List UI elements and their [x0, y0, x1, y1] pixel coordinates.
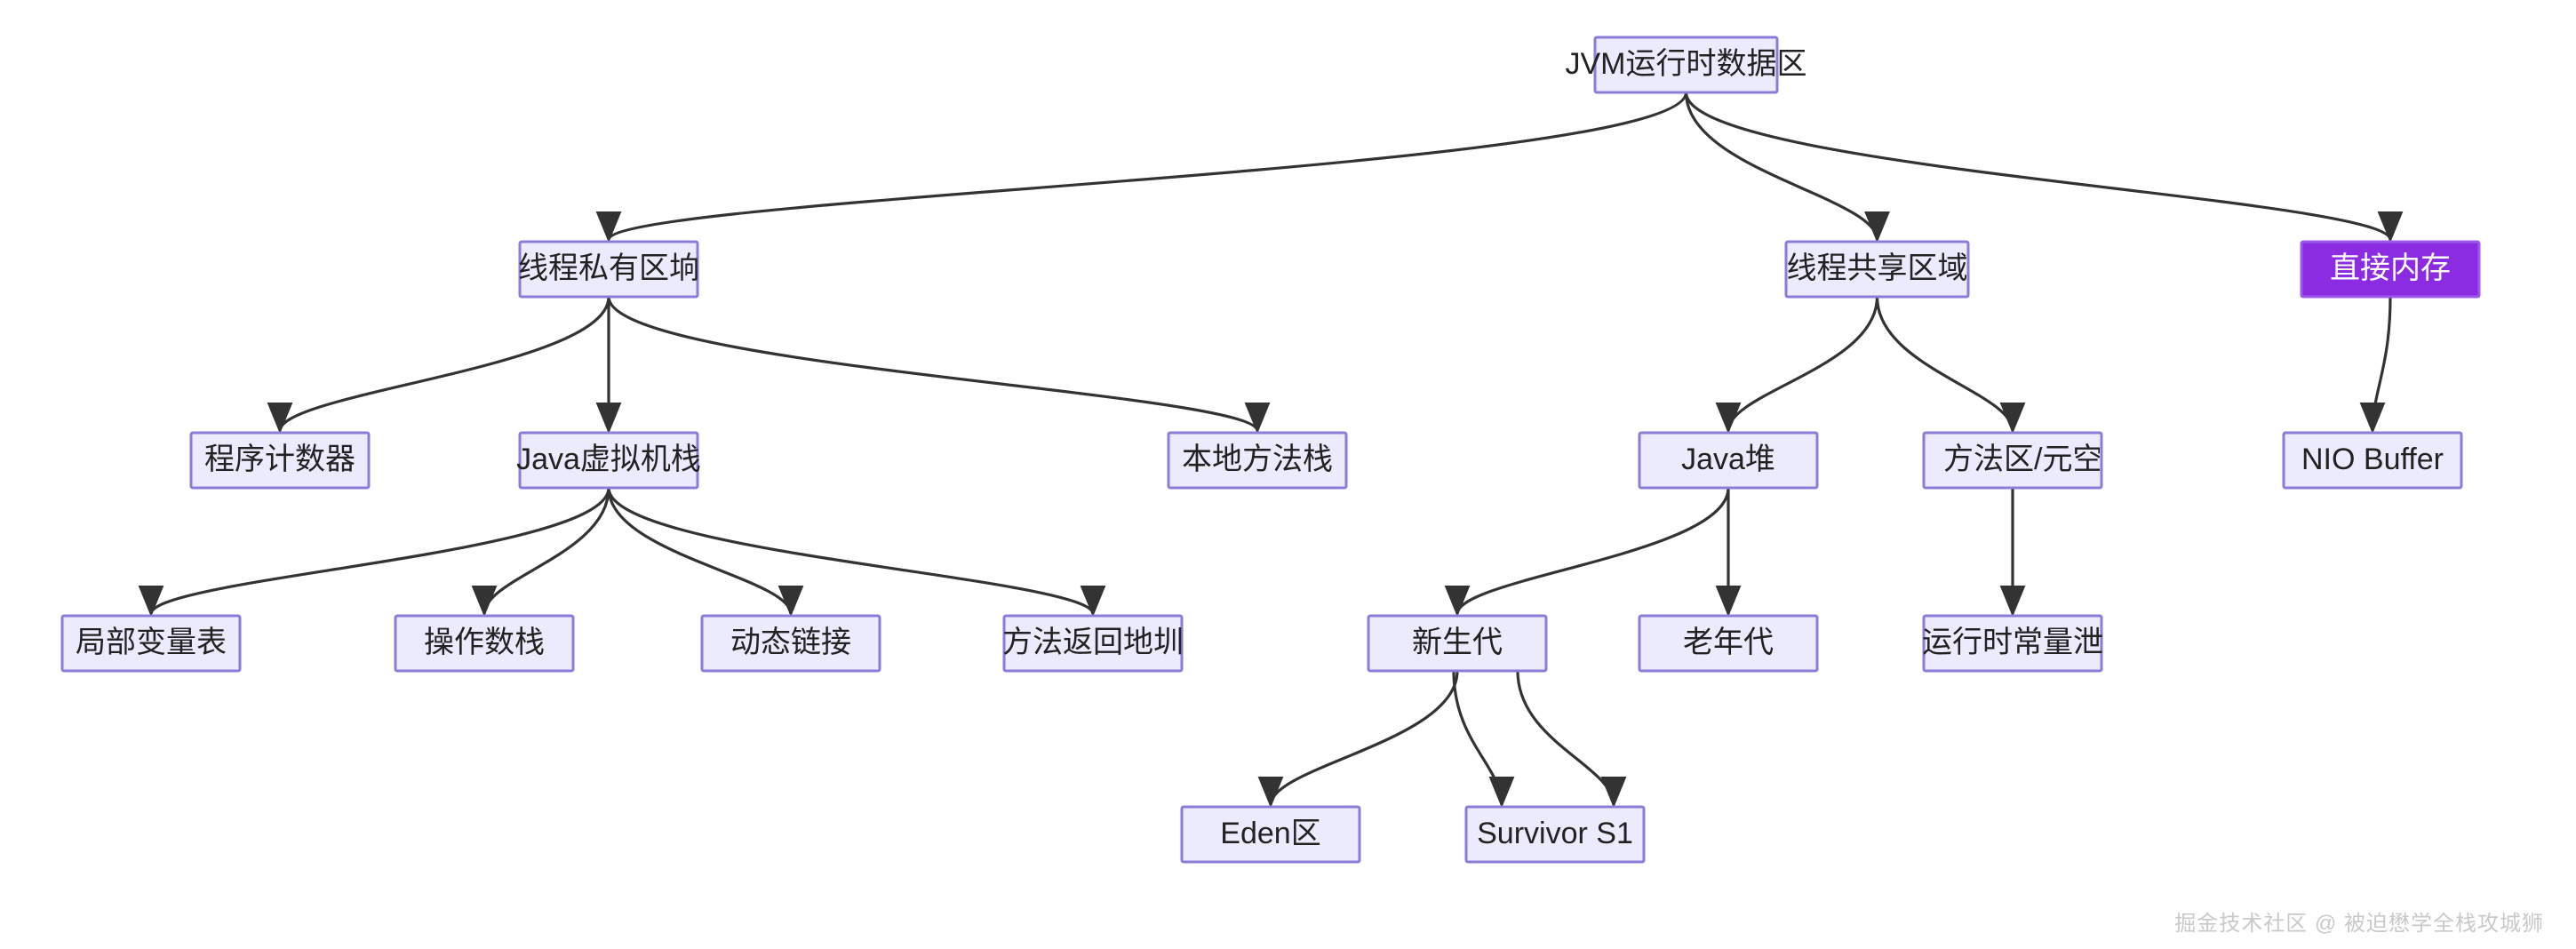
node-jvmstack[interactable]: Java虚拟机栈: [516, 431, 701, 490]
node-localvar[interactable]: 局部变量表: [60, 614, 242, 673]
node-label-old: 老年代: [1683, 626, 1774, 659]
node-label-young: 新生代: [1412, 626, 1503, 659]
edge-jvmstack-to-retaddr: [607, 487, 1105, 618]
node-label-shared: 线程共享区域: [1787, 251, 1968, 285]
edge-jvmstack-to-opstack: [471, 487, 610, 618]
node-box-eden[interactable]: [1180, 805, 1361, 864]
node-box-shared[interactable]: [1784, 240, 1970, 299]
node-label-pc: 程序计数器: [204, 443, 355, 476]
edge-young-to-eden: [1257, 670, 1459, 809]
node-label-metaspace: 方法区/元空间: [1943, 443, 2133, 476]
node-label-direct: 直接内存: [2330, 251, 2451, 285]
node-shared[interactable]: 线程共享区域: [1784, 240, 1970, 299]
edge-layer: [139, 92, 2403, 809]
edge-young-to-survivor: [1516, 670, 1627, 809]
node-root[interactable]: JVM运行时数据区: [1566, 36, 1807, 94]
node-box-old[interactable]: [1638, 614, 1819, 673]
node-label-root: JVM运行时数据区: [1566, 47, 1807, 81]
node-box-retaddr[interactable]: [1002, 614, 1184, 673]
node-direct[interactable]: 直接内存: [2300, 240, 2481, 299]
node-label-eden: Eden区: [1220, 817, 1320, 850]
node-label-survivor: Survivor S1: [1477, 817, 1633, 850]
edge-root-to-private: [596, 92, 1688, 243]
node-box-localvar[interactable]: [60, 614, 242, 673]
node-box-direct[interactable]: [2300, 240, 2481, 299]
node-constpool[interactable]: 运行时常量泄: [1922, 614, 2103, 673]
node-box-heap[interactable]: [1638, 431, 1819, 490]
node-box-root[interactable]: [1593, 36, 1779, 94]
node-box-niobuffer[interactable]: [2282, 431, 2463, 490]
node-label-niobuffer: NIO Buffer: [2301, 443, 2444, 476]
node-old[interactable]: 老年代: [1638, 614, 1819, 673]
node-label-opstack: 操作数栈: [424, 626, 545, 659]
node-box-natstack[interactable]: [1167, 431, 1348, 490]
edge-shared-to-heap: [1715, 296, 1879, 435]
node-box-opstack[interactable]: [394, 614, 575, 673]
node-label-constpool: 运行时常量泄: [1922, 626, 2103, 659]
node-metaspace[interactable]: 方法区/元空间: [1922, 431, 2133, 490]
edge-jvmstack-to-dynlink: [607, 487, 804, 618]
watermark: 掘金技术社区 @ 被迫懋学全栈攻城狮: [2174, 912, 2544, 936]
node-eden[interactable]: Eden区: [1180, 805, 1361, 864]
node-label-natstack: 本地方法栈: [1182, 443, 1333, 476]
edge-young-to-survivor: [1452, 670, 1515, 809]
node-young[interactable]: 新生代: [1367, 614, 1548, 673]
node-pc[interactable]: 程序计数器: [189, 431, 371, 490]
node-natstack[interactable]: 本地方法栈: [1167, 431, 1348, 490]
node-box-young[interactable]: [1367, 614, 1548, 673]
node-box-dynlink[interactable]: [700, 614, 881, 673]
node-box-constpool[interactable]: [1922, 614, 2103, 673]
node-box-private[interactable]: [518, 240, 699, 299]
node-private[interactable]: 线程私有区垧: [518, 240, 699, 299]
node-label-heap: Java堆: [1681, 443, 1775, 476]
node-label-private: 线程私有区垧: [518, 251, 699, 285]
node-retaddr[interactable]: 方法返回地圳: [1002, 614, 1184, 673]
edge-jvmstack-to-localvar: [139, 487, 610, 618]
edge-root-to-direct: [1684, 92, 2403, 243]
node-dynlink[interactable]: 动态链接: [700, 614, 881, 673]
node-box-survivor[interactable]: [1464, 805, 1646, 864]
edge-heap-to-young: [1444, 487, 1730, 618]
node-niobuffer[interactable]: NIO Buffer: [2282, 431, 2463, 490]
edge-private-to-natstack: [607, 296, 1270, 435]
node-label-retaddr: 方法返回地圳: [1002, 626, 1184, 659]
node-label-dynlink: 动态链接: [730, 626, 851, 659]
node-box-jvmstack[interactable]: [518, 431, 699, 490]
node-heap[interactable]: Java堆: [1638, 431, 1819, 490]
edge-private-to-pc: [267, 296, 610, 435]
node-survivor[interactable]: Survivor S1: [1464, 805, 1646, 864]
node-label-jvmstack: Java虚拟机栈: [516, 443, 701, 476]
node-box-pc[interactable]: [189, 431, 371, 490]
node-label-localvar: 局部变量表: [76, 626, 227, 659]
edge-shared-to-metaspace: [1875, 296, 2026, 435]
edge-direct-to-niobuffer: [2359, 296, 2392, 435]
edge-root-to-shared: [1684, 92, 1890, 243]
node-box-metaspace[interactable]: [1922, 431, 2103, 490]
node-opstack[interactable]: 操作数栈: [394, 614, 575, 673]
